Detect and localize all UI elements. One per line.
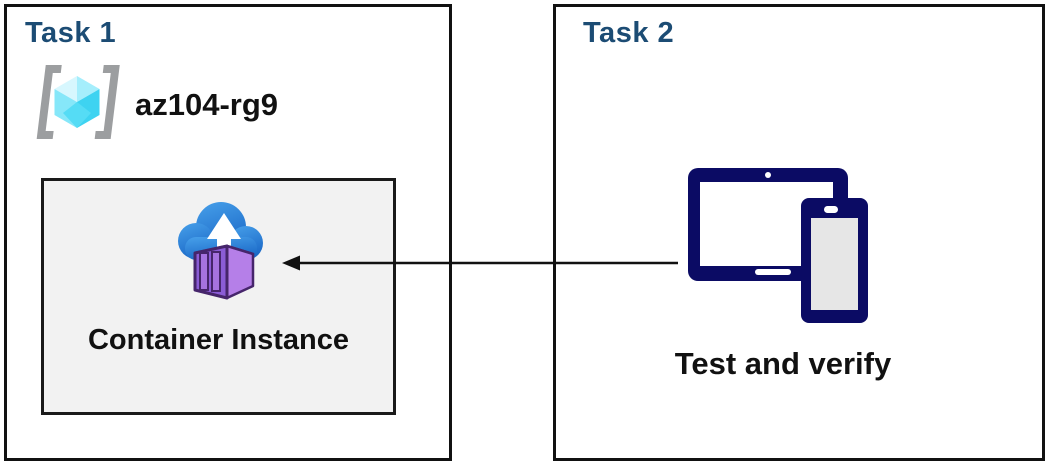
container-instance-icon: [169, 193, 274, 318]
container-instance-label: Container Instance: [87, 324, 350, 356]
resource-group-icon: [33, 63, 121, 146]
task1-box: Task 1: [4, 4, 452, 461]
arrow-left-icon: [282, 255, 678, 271]
tablet-and-phone-icon: [685, 165, 875, 325]
resource-group-name: az104-rg9: [135, 86, 279, 122]
task2-title: Task 2: [583, 17, 675, 49]
resource-group-row: az104-rg9: [33, 63, 278, 146]
container-instance-box: Container Instance: [41, 178, 396, 415]
task1-title: Task 1: [25, 17, 117, 49]
task2-caption: Test and verify: [674, 346, 892, 381]
